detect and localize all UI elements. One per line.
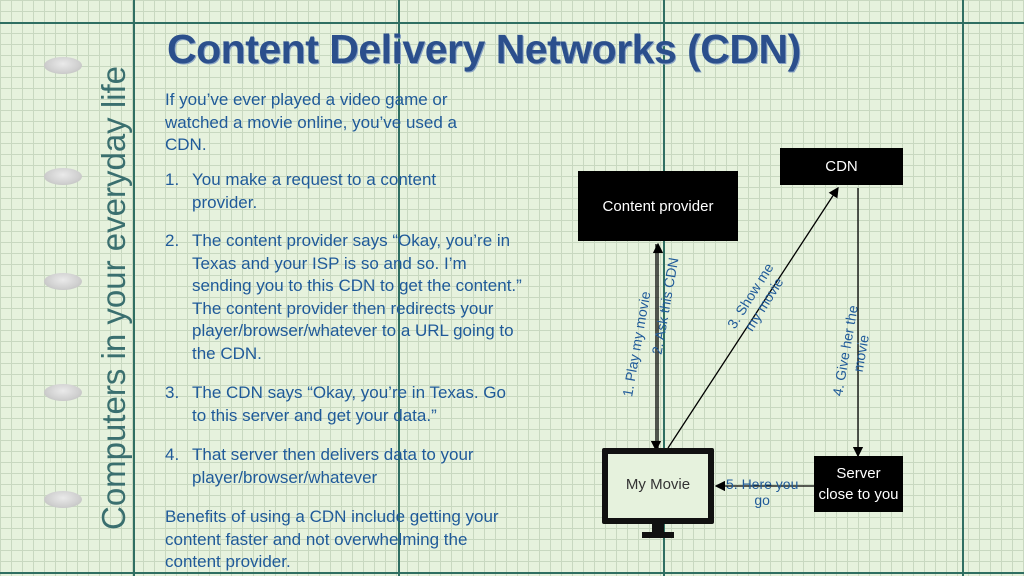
step-text: That server then delivers data to your p… bbox=[192, 445, 474, 487]
bottom-rule bbox=[0, 572, 1024, 574]
binder-hole bbox=[44, 57, 82, 74]
step-item-4: 4. That server then delivers data to you… bbox=[165, 444, 535, 489]
arrow-label-here: 5. Here you go bbox=[726, 476, 798, 508]
arrow-label-here-line2: go bbox=[754, 492, 770, 508]
arrow-show bbox=[667, 186, 839, 449]
step-number: 1. bbox=[165, 170, 180, 189]
content-provider-box: Content provider bbox=[578, 171, 738, 241]
monitor-screen bbox=[602, 448, 714, 524]
binder-hole bbox=[44, 491, 82, 508]
step-number: 3. bbox=[165, 383, 180, 402]
top-rule bbox=[0, 22, 1024, 24]
margin-line-left bbox=[133, 0, 135, 576]
step-item-3: 3. The CDN says “Okay, you’re in Texas. … bbox=[165, 382, 535, 427]
margin-line-right bbox=[962, 0, 964, 576]
step-item-1: 1. You make a request to a content provi… bbox=[165, 169, 535, 214]
vertical-rule bbox=[663, 0, 665, 576]
monitor-stand bbox=[652, 524, 664, 532]
cdn-box: CDN bbox=[780, 148, 903, 185]
monitor-base bbox=[642, 532, 674, 538]
benefits-text: Benefits of using a CDN include getting … bbox=[165, 507, 499, 571]
my-movie-label: My Movie bbox=[625, 476, 691, 493]
binder-hole bbox=[44, 273, 82, 290]
intro-text: If you’ve ever played a video game or wa… bbox=[165, 90, 458, 154]
step-text: You make a request to a content provider… bbox=[192, 170, 437, 212]
page-title: Content Delivery Networks (CDN) bbox=[167, 26, 801, 72]
server-box: Server close to you bbox=[814, 456, 903, 512]
vertical-rule bbox=[398, 0, 400, 576]
binder-hole bbox=[44, 384, 82, 401]
step-text: The CDN says “Okay, you’re in Texas. Go … bbox=[192, 383, 506, 425]
step-number: 4. bbox=[165, 445, 180, 464]
binder-hole bbox=[44, 168, 82, 185]
arrow-label-here-line1: 5. Here you bbox=[726, 476, 799, 492]
step-item-2: 2. The content provider says “Okay, you’… bbox=[165, 230, 535, 365]
step-number: 2. bbox=[165, 231, 180, 250]
step-text: The content provider says “Okay, you’re … bbox=[192, 231, 522, 363]
monitor-icon: My Movie bbox=[602, 448, 714, 538]
